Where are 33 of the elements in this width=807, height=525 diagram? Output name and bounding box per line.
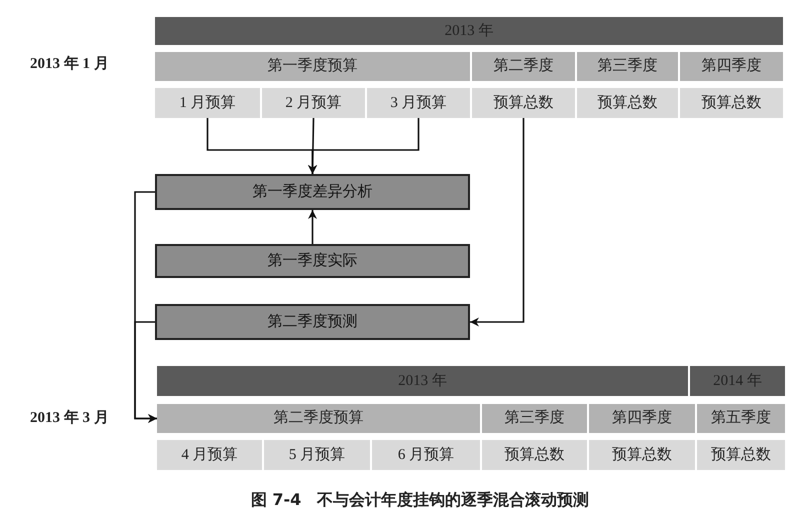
arrow <box>308 118 420 174</box>
quarter-header-cell: 第一季度预算 <box>155 52 470 81</box>
budget-cell: 5 月预算 <box>264 440 370 470</box>
budget-cell: 预算总数 <box>577 88 678 118</box>
figure-caption: 图 7-4 不与会计年度挂钩的逐季混合滚动预测 <box>250 489 590 511</box>
budget-cell: 预算总数 <box>482 440 587 470</box>
budget-cell: 预算总数 <box>697 440 785 470</box>
budget-cell: 6 月预算 <box>372 440 480 470</box>
budget-cell: 1 月预算 <box>155 88 260 118</box>
budget-cell: 预算总数 <box>680 88 783 118</box>
quarter-header-cell: 第四季度 <box>680 52 783 81</box>
quarter-header-cell: 第四季度 <box>589 404 695 433</box>
budget-cell: 2 月预算 <box>262 88 365 118</box>
date-label: 2013 年 1 月 <box>30 54 109 74</box>
quarter-header-cell: 第二季度 <box>472 52 575 81</box>
budget-cell: 预算总数 <box>472 88 575 118</box>
arrow <box>134 321 157 423</box>
quarter-header-cell: 第三季度 <box>577 52 678 81</box>
budget-cell: 预算总数 <box>589 440 695 470</box>
year-header-bar: 2013 年 <box>157 366 688 396</box>
arrow <box>470 118 524 326</box>
process-box: 第二季度预测 <box>155 304 470 340</box>
quarter-header-cell: 第二季度预算 <box>157 404 480 433</box>
arrow <box>308 210 317 244</box>
budget-cell: 4 月预算 <box>157 440 262 470</box>
budget-cell: 3 月预算 <box>367 88 470 118</box>
process-box: 第一季度实际 <box>155 244 470 278</box>
year-header-bar: 2013 年 <box>155 17 783 45</box>
quarter-header-cell: 第三季度 <box>482 404 587 433</box>
date-label: 2013 年 3 月 <box>30 408 109 428</box>
quarter-header-cell: 第五季度 <box>697 404 785 433</box>
process-box: 第一季度差异分析 <box>155 174 470 210</box>
year-header-bar: 2014 年 <box>690 366 785 396</box>
